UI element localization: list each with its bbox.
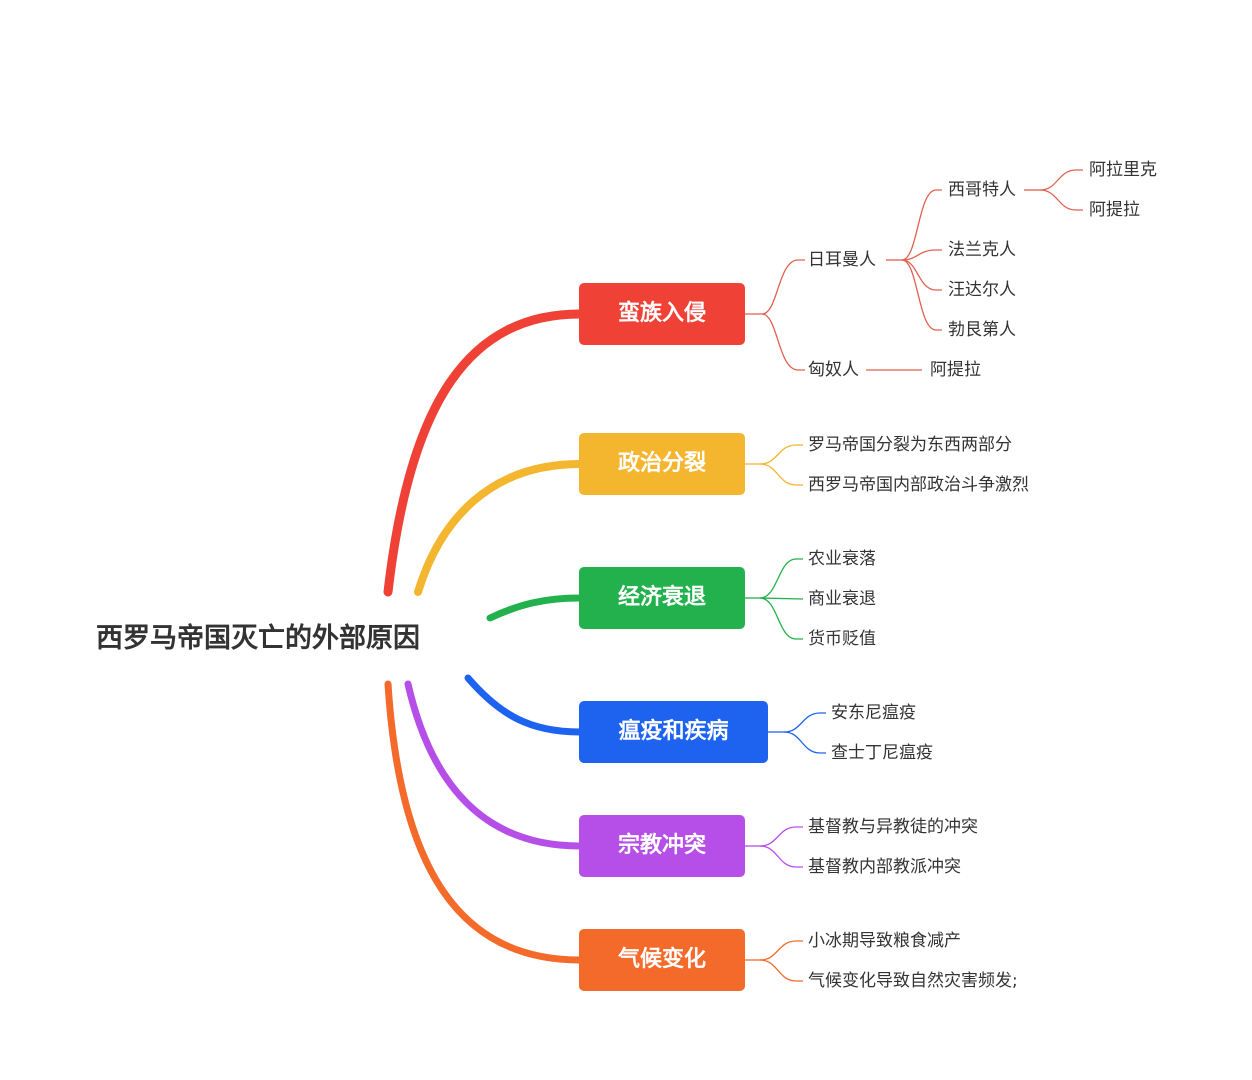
subtopic-huns[interactable]: 匈奴人 [808,360,859,380]
topic-barbarian-invasion[interactable]: 蛮族入侵 [579,283,745,345]
connector-root-politics [414,460,584,596]
subtopic-natural-disasters[interactable]: 气候变化导致自然灾害频发; [808,971,1018,991]
barbarian-connectors [745,169,1083,371]
plague-connectors [768,712,826,754]
subtopic-burgundians[interactable]: 勃艮第人 [948,320,1016,340]
topic-label: 瘟疫和疾病 [618,719,729,744]
subtopic-currency-devaluation[interactable]: 货币贬值 [808,629,876,649]
subtopic-germanic[interactable]: 日耳曼人 [808,250,876,270]
topic-label: 经济衰退 [617,585,706,610]
economy-connectors [745,558,804,640]
topic-plague-disease[interactable]: 瘟疫和疾病 [579,701,768,763]
connector-root-barbarian [383,309,585,597]
topic-label: 气候变化 [617,947,706,972]
subtopic-commerce-decline[interactable]: 商业衰退 [808,589,876,609]
subtopic-internal-struggle[interactable]: 西罗马帝国内部政治斗争激烈 [808,475,1029,495]
subtopic-attila-visigoth[interactable]: 阿提拉 [1089,200,1140,220]
religion-connectors [745,826,803,868]
topic-label: 蛮族入侵 [617,301,706,326]
topic-label: 宗教冲突 [617,833,706,858]
subtopic-franks[interactable]: 法兰克人 [948,240,1016,260]
politics-connectors [745,444,803,486]
subtopic-vandals[interactable]: 汪达尔人 [948,280,1016,300]
connector-root-economy [486,594,584,622]
climate-connectors [745,940,803,982]
topic-religious-conflict[interactable]: 宗教冲突 [579,815,745,877]
subtopic-antonine-plague[interactable]: 安东尼瘟疫 [831,703,916,723]
subtopic-empire-split[interactable]: 罗马帝国分裂为东西两部分 [808,435,1012,455]
subtopic-visigoths[interactable]: 西哥特人 [948,180,1016,200]
subtopic-justinian-plague[interactable]: 查士丁尼瘟疫 [831,743,933,763]
subtopic-christian-sects[interactable]: 基督教内部教派冲突 [808,857,961,877]
topic-label: 政治分裂 [617,451,706,476]
root-topic[interactable]: 西罗马帝国灭亡的外部原因 [96,623,420,654]
topic-economic-decline[interactable]: 经济衰退 [579,567,745,629]
connector-root-climate [384,680,584,964]
connector-root-plague [464,674,584,736]
topic-climate-change[interactable]: 气候变化 [579,929,745,991]
subtopic-christian-pagan[interactable]: 基督教与异教徒的冲突 [808,817,978,837]
subtopic-attila-huns[interactable]: 阿提拉 [930,360,981,380]
topic-political-division[interactable]: 政治分裂 [579,433,745,495]
root-connectors [383,309,585,964]
subtopic-alaric[interactable]: 阿拉里克 [1089,160,1157,180]
subtopic-little-ice-age[interactable]: 小冰期导致粮食减产 [808,931,961,951]
connector-root-religion [404,680,584,850]
subtopic-agriculture-decline[interactable]: 农业衰落 [808,549,876,569]
